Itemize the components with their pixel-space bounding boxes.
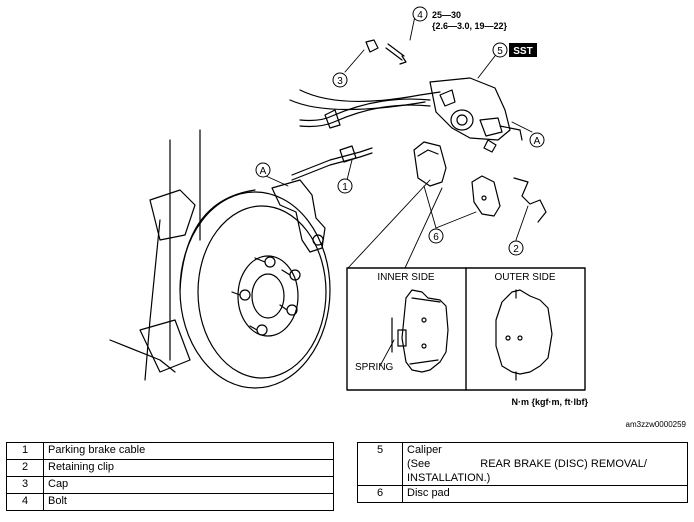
svg-text:A: A [260, 166, 267, 177]
part-number: 1 [6, 442, 44, 460]
retaining-clip-drawing [513, 177, 547, 223]
table-row: 1 Parking brake cable [6, 442, 334, 460]
inner-side-pad [391, 289, 449, 373]
part-name: Bolt [43, 493, 334, 511]
callout-5: 5 [492, 42, 508, 58]
torque-spec-alt: {2.6—3.0, 19—22} [432, 21, 508, 31]
part-name: Disc pad [402, 485, 688, 503]
callout-3: 3 [332, 72, 348, 88]
see-reference: (See REAR BRAKE (DISC) REMOVAL/ [407, 457, 683, 471]
part-name: Cap [43, 476, 334, 494]
callout-2: 2 [508, 240, 524, 256]
brake-line [299, 98, 431, 129]
table-row: 2 Retaining clip [6, 459, 334, 477]
pad-orientation-inset [346, 267, 586, 391]
svg-text:A: A [534, 136, 541, 147]
svg-text:5: 5 [497, 46, 503, 57]
see-reference-cont: INSTALLATION.) [407, 472, 491, 484]
brake-disc [179, 189, 331, 389]
svg-text:SST: SST [513, 46, 532, 57]
part-number: 4 [6, 493, 44, 511]
caliper-bracket [271, 179, 326, 253]
caliper-drawing [429, 77, 523, 153]
figure-code: am3zzw0000259 [626, 420, 687, 429]
ref-mark-a-bracket: A [255, 162, 271, 178]
part-description: Caliper (See REAR BRAKE (DISC) REMOVAL/ I… [402, 442, 688, 486]
table-row: 5 Caliper (See REAR BRAKE (DISC) REMOVAL/… [357, 442, 688, 486]
table-row: 4 Bolt [6, 493, 334, 511]
parts-table-left: 1 Parking brake cable 2 Retaining clip 3… [6, 442, 334, 511]
torque-spec-nm: 25—30 [432, 10, 461, 20]
part-name: Parking brake cable [43, 442, 334, 460]
part-name: Retaining clip [43, 459, 334, 477]
parts-table-right: 5 Caliper (See REAR BRAKE (DISC) REMOVAL/… [357, 442, 688, 503]
svg-text:3: 3 [337, 76, 343, 87]
inner-side-title: INNER SIDE [377, 272, 435, 283]
callout-6: 6 [428, 228, 444, 244]
cap-and-bolt-drawing [365, 39, 407, 65]
see-prefix: (See [407, 458, 431, 470]
part-number: 2 [6, 459, 44, 477]
svg-text:2: 2 [513, 244, 519, 255]
procedure-link[interactable]: REAR BRAKE (DISC) REMOVAL/ [480, 458, 647, 470]
leader-lines [265, 15, 533, 269]
table-row: 3 Cap [6, 476, 334, 494]
outer-side-title: OUTER SIDE [494, 272, 555, 283]
svg-text:1: 1 [342, 182, 348, 193]
outer-side-pad [495, 289, 553, 381]
callout-1: 1 [337, 178, 353, 194]
part-number: 6 [357, 485, 403, 503]
svg-text:4: 4 [417, 10, 423, 21]
spring-label: SPRING [355, 362, 394, 373]
units-note: N·m {kgf·m, ft·lbf} [512, 397, 589, 407]
sst-badge: SST [509, 43, 537, 57]
parking-brake-cable-drawing [291, 145, 373, 181]
part-number: 3 [6, 476, 44, 494]
exploded-view-drawing: 4 3 5 1 2 6 A A [109, 6, 687, 429]
ref-mark-a-caliper: A [529, 132, 545, 148]
disc-pads-drawing [413, 141, 501, 217]
part-number: 5 [357, 442, 403, 486]
suspension-linework [109, 89, 441, 381]
part-name: Caliper [407, 444, 442, 456]
table-row: 6 Disc pad [357, 485, 688, 503]
callout-markers: 4 3 5 1 2 6 A A [255, 6, 545, 256]
callout-4: 4 [412, 6, 428, 22]
svg-text:6: 6 [433, 232, 439, 243]
